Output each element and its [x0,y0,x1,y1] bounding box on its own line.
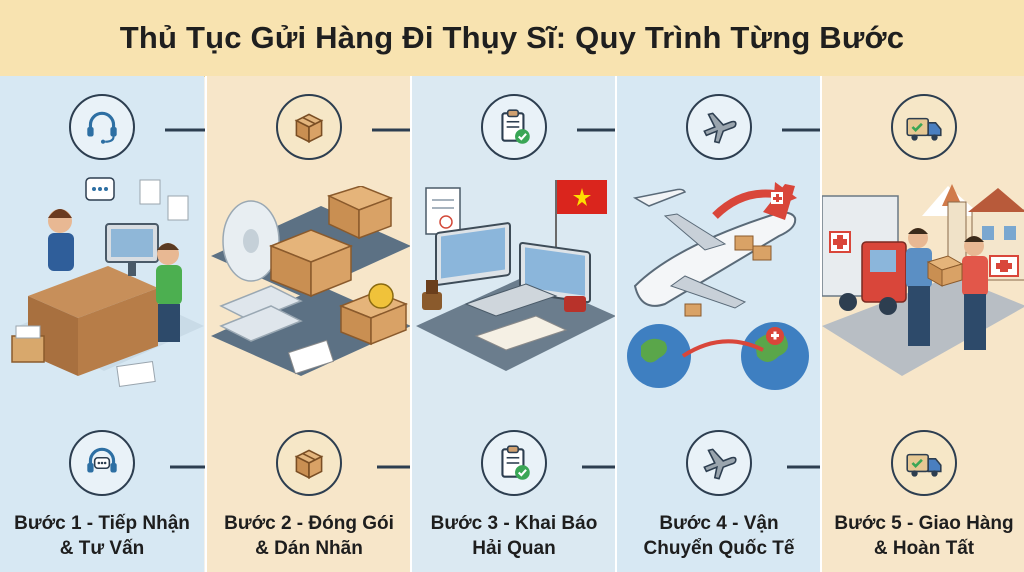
step-4-subtitle: Chuyển Quốc Tế [643,538,795,559]
step-2-title: Bước 2 - Đóng Gói [224,513,394,534]
delivery-truck-icon [891,430,957,496]
airplane-icon [686,430,752,496]
customs-desk-illustration [416,180,616,371]
step-4-panel: Bước 4 - Vận Chuyển Quốc Tế [615,76,845,572]
box-icon [276,94,342,160]
consultation-office-illustration [11,177,204,387]
step-3-label: Bước 3 - Khai Báo Hải Quan [412,511,616,561]
step-1-title: Bước 1 - Tiếp Nhận [14,513,190,534]
delivery-truck-icon [891,94,957,160]
step-4-title: Bước 4 - Vận [659,513,779,534]
clipboard-check-icon [481,430,547,496]
headset-icon [69,94,135,160]
step-1-panel: Bước 1 - Tiếp Nhận & Tư Vấn [0,76,228,572]
airplane-icon [686,94,752,160]
header-banner: Thủ Tục Gửi Hàng Đi Thụy Sĩ: Quy Trình T… [0,0,1024,77]
step-4-label: Bước 4 - Vận Chuyển Quốc Tế [617,511,821,561]
step-2-label: Bước 2 - Đóng Gói & Dán Nhãn [207,511,411,561]
step-5-title: Bước 5 - Giao Hàng [834,513,1014,534]
step-1-label: Bước 1 - Tiếp Nhận & Tư Vấn [0,511,204,561]
step-5-subtitle: & Hoàn Tất [873,538,975,559]
box-icon [276,430,342,496]
clipboard-check-icon [481,94,547,160]
headset-chat-icon [69,430,135,496]
page-title: Thủ Tục Gửi Hàng Đi Thụy Sĩ: Quy Trình T… [119,20,905,55]
step-2-panel: Bước 2 - Đóng Gói & Dán Nhãn [205,76,435,572]
step-2-subtitle: & Dán Nhãn [255,538,363,559]
step-1-subtitle: & Tư Vấn [59,538,145,559]
air-freight-illustration [627,182,809,390]
step-5-label: Bước 5 - Giao Hàng & Hoàn Tất [822,511,1024,561]
step-5-panel: Bước 5 - Giao Hàng & Hoàn Tất [820,76,1024,572]
step-3-subtitle: Hải Quan [472,538,556,559]
delivery-handover-illustration [822,184,1024,376]
steps-area: Bước 1 - Tiếp Nhận & Tư Vấn [0,76,1024,572]
step-3-title: Bước 3 - Khai Báo [430,513,598,534]
packing-illustration [211,186,411,376]
step-3-panel: Bước 3 - Khai Báo Hải Quan [410,76,640,572]
